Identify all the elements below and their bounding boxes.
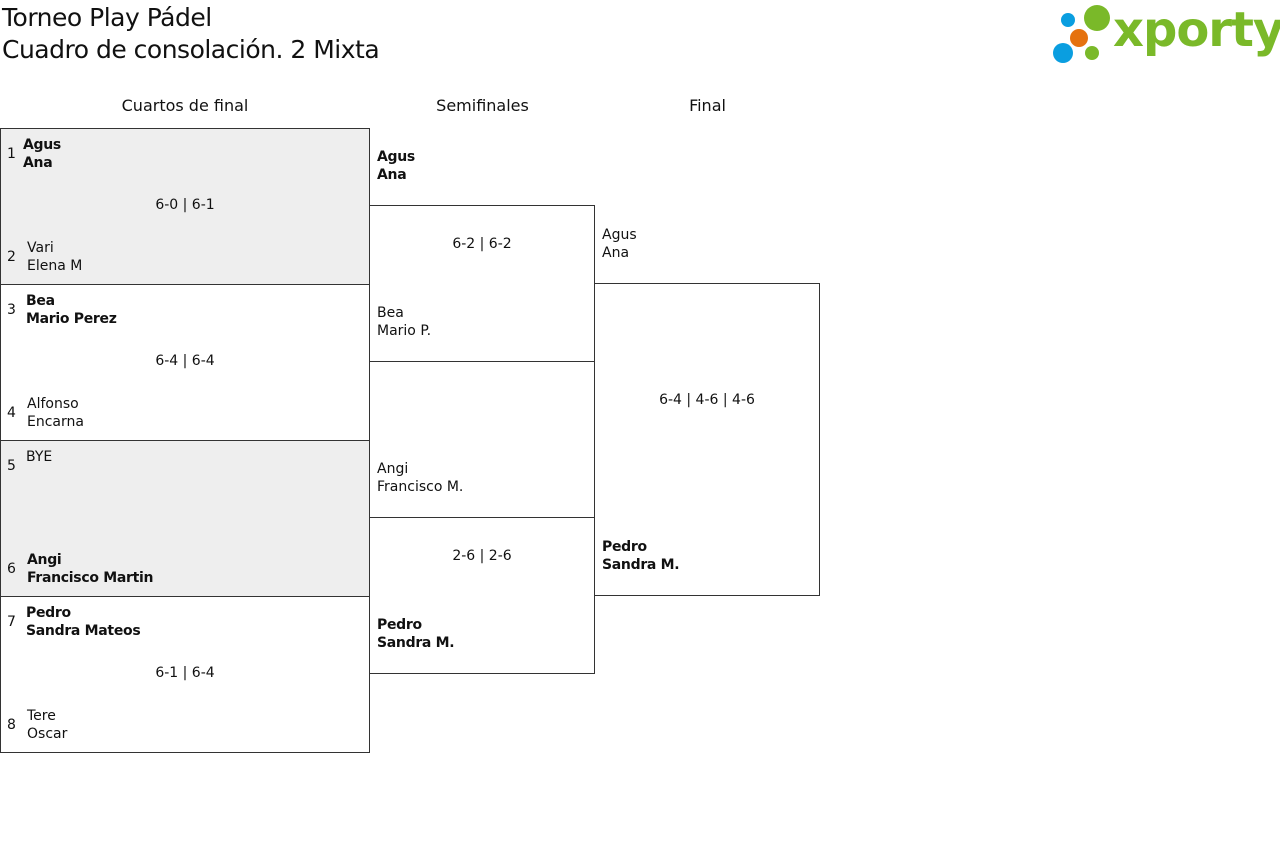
seed-number: 3 [7, 302, 16, 318]
tournament-title: Torneo Play Pádel [2, 3, 212, 32]
seed-number: 6 [7, 561, 16, 577]
player-name: Pedro [377, 617, 422, 633]
player-name: Ana [602, 245, 630, 261]
seed-number: 5 [7, 458, 16, 474]
player-name: Agus [23, 137, 61, 153]
player-name: Bea [377, 305, 404, 321]
player-name: Angi [27, 552, 62, 568]
match-score: 6-4 | 6-4 [155, 353, 215, 369]
round-header-quarterfinals: Cuartos de final [121, 96, 249, 115]
player-name: Pedro [602, 539, 647, 555]
match-score: 6-2 | 6-2 [452, 236, 512, 252]
player-name: Francisco Martin [27, 570, 154, 586]
draw-subtitle: Cuadro de consolación. 2 Mixta [2, 35, 380, 64]
match-score: 6-0 | 6-1 [155, 197, 215, 213]
seed-number: 2 [7, 249, 16, 265]
player-name: Encarna [27, 414, 84, 430]
final-match [594, 283, 820, 596]
player-name: Mario Perez [26, 311, 117, 327]
round-header-semifinals: Semifinales [436, 96, 529, 115]
quarterfinal-match [0, 596, 370, 753]
player-name: Ana [23, 155, 53, 171]
seed-number: 8 [7, 717, 16, 733]
logo-dots-icon [1053, 5, 1110, 63]
player-name: BYE [26, 449, 53, 465]
player-name: Ana [377, 167, 407, 183]
player-name: Oscar [27, 726, 68, 742]
player-name: Elena M [27, 258, 83, 274]
round-header-final: Final [689, 96, 726, 115]
match-score: 6-4 | 4-6 | 4-6 [659, 392, 755, 408]
seed-number: 7 [7, 614, 16, 630]
player-name: Angi [377, 461, 409, 477]
player-name: Sandra M. [602, 557, 680, 573]
player-name: Alfonso [27, 396, 79, 412]
xporty-logo: xporty [1052, 2, 1280, 66]
quarterfinal-match [0, 440, 370, 597]
seed-number: 4 [7, 405, 16, 421]
logo-text: xporty [1113, 2, 1280, 58]
player-name: Sandra Mateos [26, 623, 141, 639]
team-entry[interactable]: BYE [26, 448, 52, 466]
player-name: Vari [27, 240, 54, 256]
player-name: Agus [377, 149, 415, 165]
player-name: Bea [26, 293, 55, 309]
player-name: Francisco M. [377, 479, 464, 495]
match-score: 6-1 | 6-4 [155, 665, 215, 681]
player-name: Pedro [26, 605, 71, 621]
player-name: Mario P. [377, 323, 432, 339]
player-name: Agus [602, 227, 637, 243]
quarterfinal-match [0, 128, 370, 285]
player-name: Tere [27, 708, 56, 724]
match-score: 2-6 | 2-6 [452, 548, 512, 564]
seed-number: 1 [7, 146, 16, 162]
player-name: Sandra M. [377, 635, 455, 651]
